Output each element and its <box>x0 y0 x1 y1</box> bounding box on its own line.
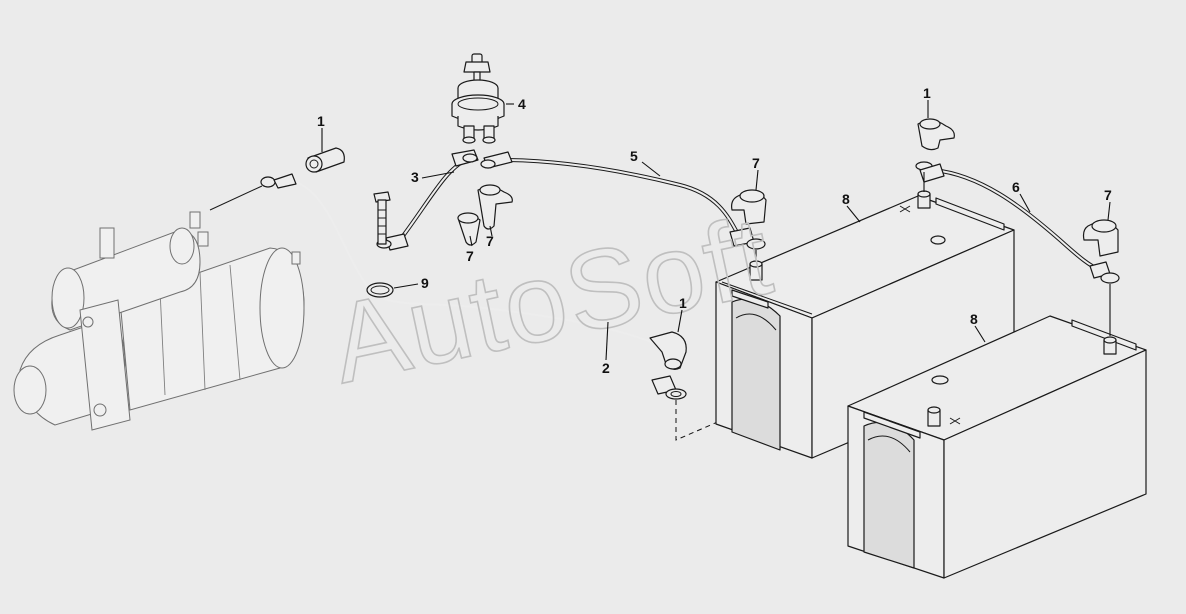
terminal-boot-7-d <box>1082 219 1119 257</box>
cable-3 <box>376 149 479 251</box>
battery-lower <box>847 315 1147 579</box>
cable-6 <box>919 163 1120 284</box>
cable-2 <box>209 173 687 370</box>
ground-bolt <box>373 191 391 245</box>
watermark-text: AutoSoft <box>321 192 783 407</box>
starter-motor <box>13 211 305 431</box>
callout-7-switch-boot-a: 7 <box>466 248 474 264</box>
terminal-boot-7-c <box>731 189 767 225</box>
callout-7-switch-boot-b: 7 <box>486 233 494 249</box>
dashed-connection <box>675 329 931 441</box>
callout-1-cable-boot: 1 <box>679 295 687 311</box>
callout-6: 6 <box>1012 179 1020 195</box>
callout-4: 4 <box>518 96 526 112</box>
terminal-boot-7-a <box>457 212 481 246</box>
callout-2: 2 <box>602 360 610 376</box>
terminal-boot-1-lower <box>651 375 687 400</box>
callout-8-upper-battery: 8 <box>842 191 850 207</box>
callout-leaders <box>321 100 1111 361</box>
callout-1-starter-boot: 1 <box>317 113 325 129</box>
callout-7-right-boot: 7 <box>1104 187 1112 203</box>
terminal-boot-1-top <box>915 118 955 171</box>
terminal-boot-7-b <box>477 184 513 230</box>
callout-1-top-boot: 1 <box>923 85 931 101</box>
callout-7-battery-boot: 7 <box>752 155 760 171</box>
terminal-boot-1-starter <box>305 147 345 173</box>
callout-9: 9 <box>421 275 429 291</box>
callout-3: 3 <box>411 169 419 185</box>
callout-8-lower-battery: 8 <box>970 311 978 327</box>
cable-5 <box>480 151 766 250</box>
battery-master-switch <box>451 53 505 144</box>
callout-5: 5 <box>630 148 638 164</box>
